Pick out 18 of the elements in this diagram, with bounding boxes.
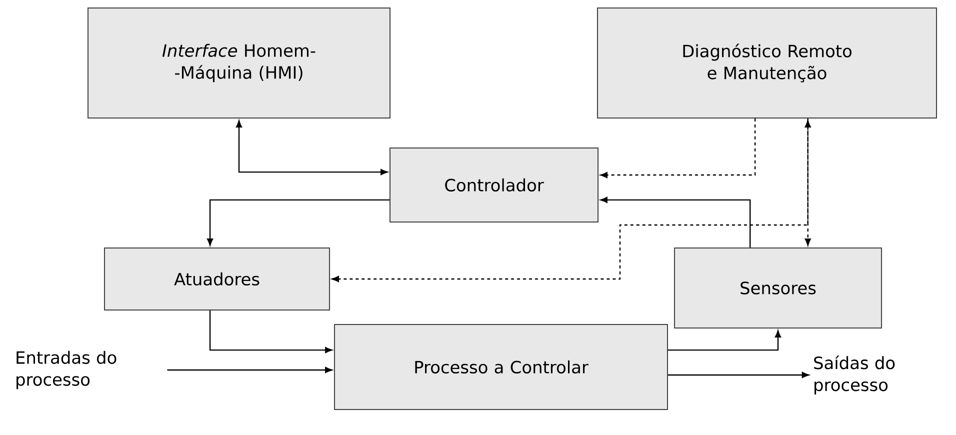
- arrow: [668, 372, 810, 378]
- arrow: [600, 118, 756, 178]
- arrow: [167, 366, 332, 374]
- arrow: [668, 330, 782, 351]
- arrow: [236, 120, 388, 176]
- arrow: [332, 118, 808, 282]
- process-box: Controlador: [390, 148, 598, 222]
- process-label: Entradas do processo: [16, 350, 116, 390]
- process-box: Atuadores: [104, 248, 330, 310]
- process-box: Processo a Controlar: [334, 324, 668, 410]
- arrow: [804, 120, 811, 246]
- arrow: [207, 199, 390, 246]
- arrow: [600, 196, 751, 248]
- process-box: Diagnóstico Remoto e Manutenção: [597, 8, 937, 118]
- arrow: [209, 310, 332, 354]
- process-label: Saídas do processo: [814, 356, 895, 394]
- process-box: Interface Homem- -Máquina (HMI): [88, 8, 390, 118]
- process-box: Sensores: [674, 248, 882, 328]
